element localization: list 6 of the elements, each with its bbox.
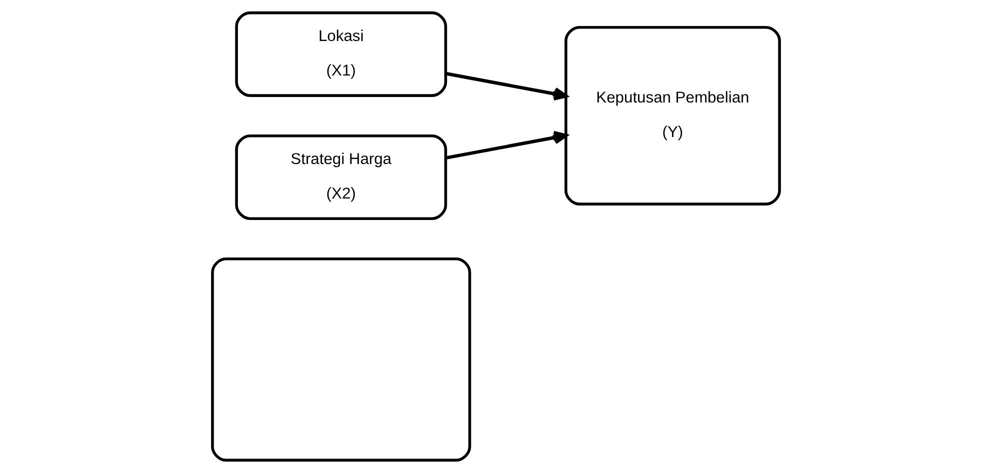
arrow [446, 72, 568, 101]
node-box [211, 257, 472, 462]
node-box: Keputusan Pembelian (Y) [564, 26, 781, 206]
arrow [446, 130, 568, 160]
node-box: Lokasi (X1) [235, 11, 448, 97]
node-box: Strategi Harga (X2) [235, 134, 448, 220]
